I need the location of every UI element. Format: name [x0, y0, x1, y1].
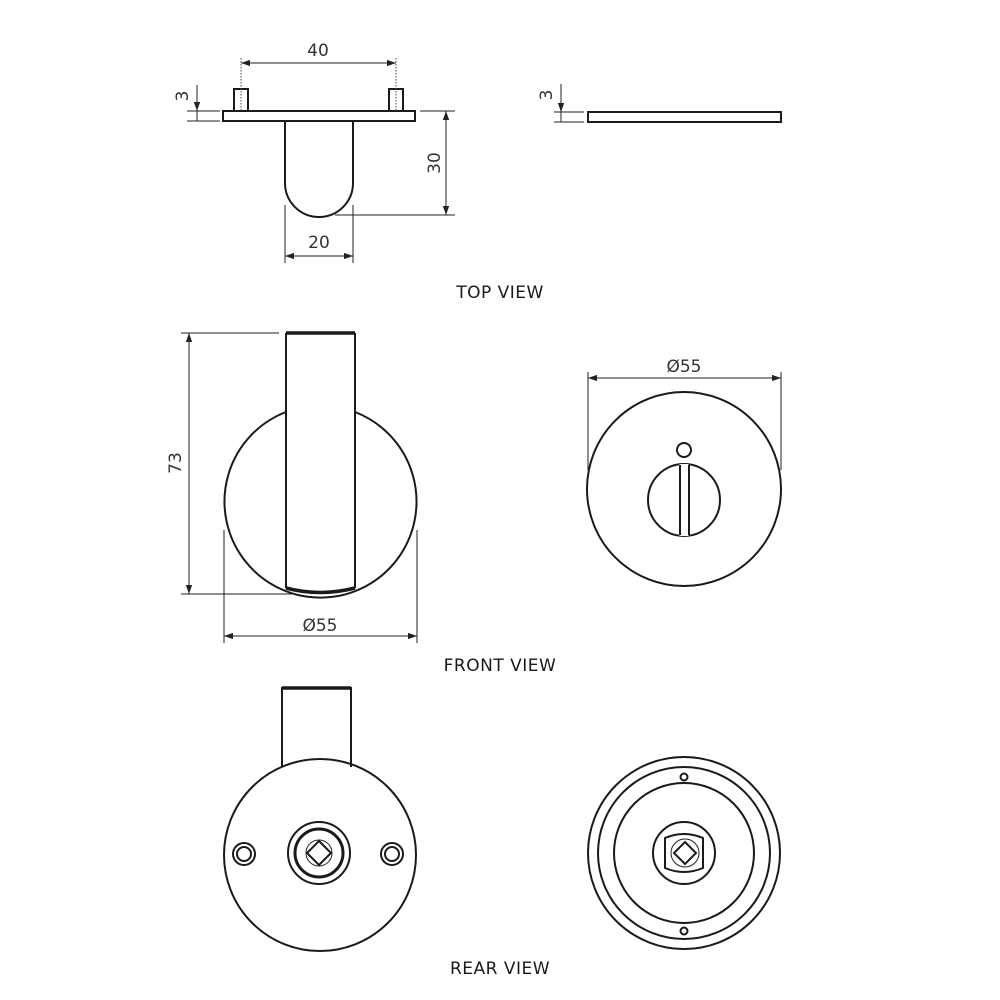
front-view-left: 73 Ø55 — [166, 331, 418, 643]
spindle-boss-outer — [287, 821, 351, 885]
dim-73-label: 73 — [166, 452, 186, 474]
top-view-part — [222, 88, 416, 218]
dim-30-label: 30 — [425, 152, 445, 174]
rear-rose-inner-ring — [613, 782, 755, 924]
rear-rose-middle-ring — [597, 766, 771, 940]
square-spindle — [305, 839, 333, 867]
front-view-right: Ø55 — [586, 357, 782, 587]
square-spindle-rear — [672, 840, 698, 866]
dim-3-label: 3 — [173, 91, 193, 102]
dim-diameter-label: Ø55 — [302, 616, 337, 636]
lever-stub — [281, 687, 352, 767]
rear-view-right — [587, 756, 781, 950]
cam-housing — [652, 821, 716, 885]
base-plate — [222, 110, 416, 122]
rose-circle — [223, 411, 418, 599]
dim-rose-diameter-label: Ø55 — [666, 357, 701, 377]
fixing-hole-top — [679, 772, 689, 782]
dim-pin-height: 3 — [173, 85, 220, 122]
screw-hole-right-outer — [380, 842, 404, 866]
lever-bottom-edge — [285, 586, 356, 595]
screw-hole-left-outer — [232, 842, 256, 866]
rear-view-left — [223, 686, 417, 952]
screw-hole-left-inner — [236, 846, 252, 862]
top-view: 40 3 30 20 TOP VIEW — [173, 41, 544, 303]
lever — [285, 333, 356, 588]
dim-depth: 30 — [335, 110, 455, 216]
dim-20-label: 20 — [308, 233, 330, 253]
dim-3-side-label: 3 — [537, 90, 557, 101]
side-plate-view: 3 — [537, 84, 782, 123]
cam-plate — [664, 833, 704, 873]
fixing-hole-bottom — [679, 926, 689, 936]
rear-rose-outline — [223, 758, 417, 952]
lever-body — [284, 121, 354, 218]
dim-width: 20 — [284, 205, 354, 263]
spindle-boss-inner — [293, 827, 345, 879]
dim-40-label: 40 — [307, 41, 329, 61]
cam-hole — [670, 838, 700, 868]
indicator-hole — [676, 442, 692, 458]
rear-view-label: REAR VIEW — [450, 959, 550, 979]
spindle-hole — [305, 839, 333, 867]
screw-hole-right-inner — [384, 846, 400, 862]
top-view-label: TOP VIEW — [455, 283, 544, 303]
dim-pin-spacing: 40 — [240, 41, 397, 111]
rose-plate-side — [587, 111, 782, 123]
front-view-label: FRONT VIEW — [444, 656, 557, 676]
rose-outline — [586, 391, 782, 587]
rear-rose-outer-ring — [587, 756, 781, 950]
